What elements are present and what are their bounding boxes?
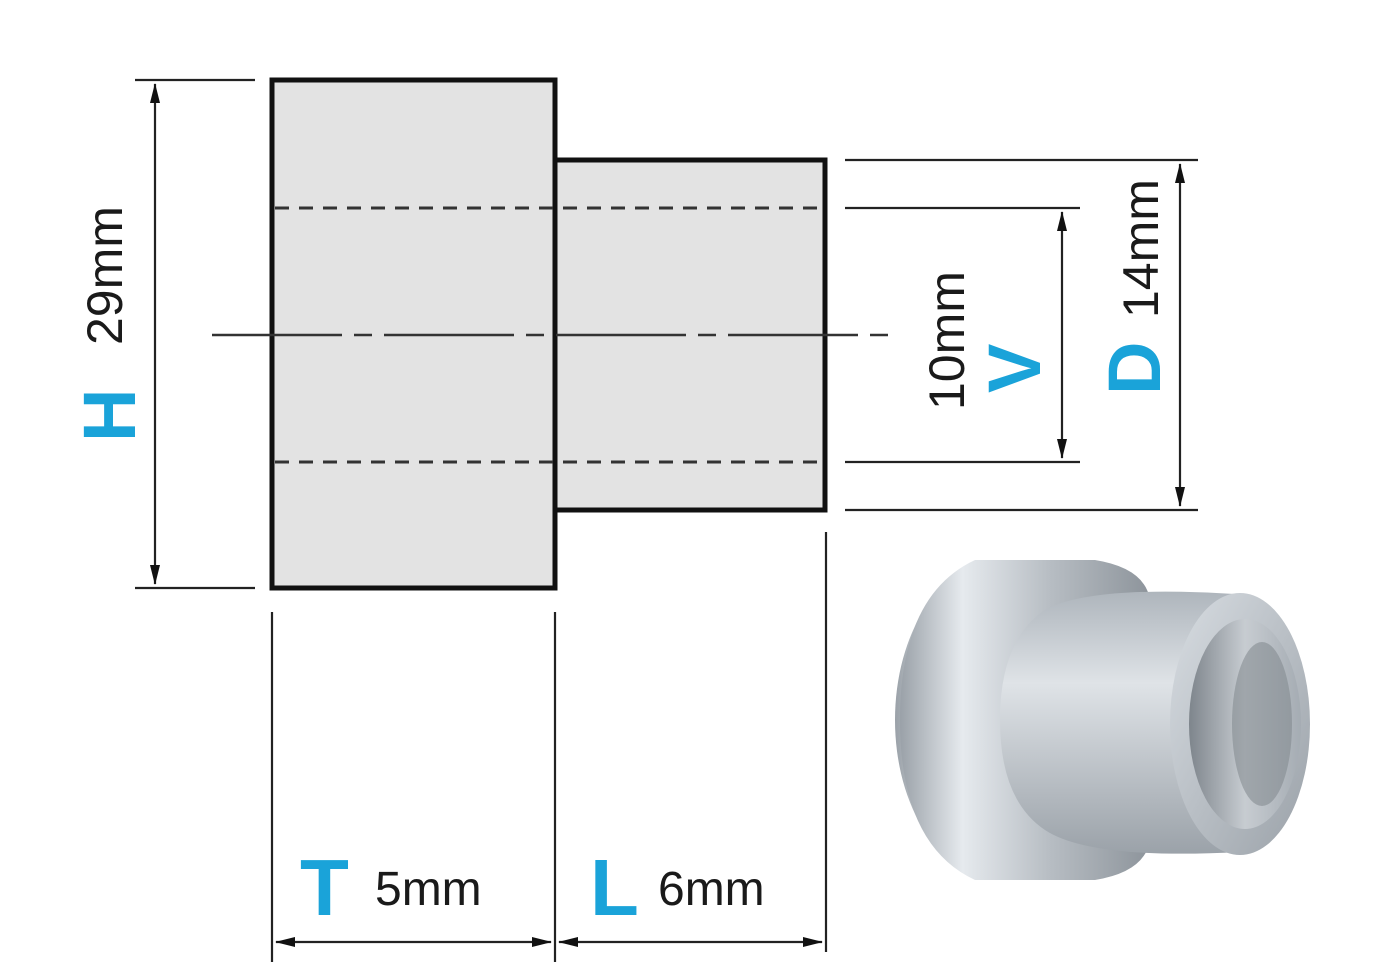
l-letter: L	[590, 843, 639, 932]
t-value: 5mm	[375, 863, 482, 916]
axial-dimensions: T 5mm L 6mm	[270, 532, 828, 962]
height-letter: H	[68, 389, 151, 442]
bore-depth-shadow	[1232, 642, 1292, 806]
d-value: 14mm	[1113, 179, 1169, 318]
l-value: 6mm	[658, 863, 765, 916]
d-letter: D	[1093, 342, 1176, 395]
t-letter: T	[300, 843, 349, 932]
v-letter: V	[973, 344, 1056, 393]
section-view	[212, 77, 890, 591]
bushing-3d-illustration	[895, 560, 1310, 880]
height-value: 29mm	[77, 206, 133, 345]
outer-diameter-dimension: D 14mm	[845, 158, 1198, 512]
v-value: 10mm	[919, 271, 975, 410]
inner-diameter-dimension: V 10mm	[845, 206, 1080, 464]
height-dimension: H 29mm	[68, 78, 255, 590]
